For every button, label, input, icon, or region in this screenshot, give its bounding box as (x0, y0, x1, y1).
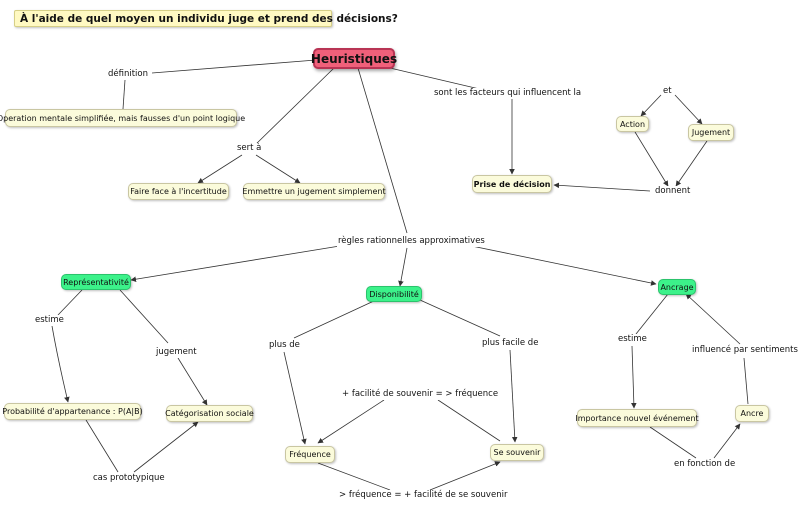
edge-jugement-donnent (675, 140, 708, 187)
edge-jugement-categorisation (177, 357, 208, 406)
edge-et-action (640, 94, 662, 117)
link-donnent: donnent (654, 186, 692, 197)
edge-action-donnent (634, 131, 669, 187)
edge-definition-operation (122, 79, 126, 110)
link-jugement-left: jugement (155, 347, 198, 358)
edge-dispo-plus-facile (419, 299, 501, 337)
link-sert-a: sert à (236, 143, 263, 154)
page-title: À l'aide de quel moyen un individu juge … (14, 10, 398, 27)
edge-sert-a-emmettre (255, 154, 301, 184)
edge-heuristiques-definition (151, 59, 317, 74)
concept-probabilite-appartenance[interactable]: Probabilité d'appartenance : P(A|B) (2, 403, 143, 420)
concept-faire-face[interactable]: Faire face à l'incertitude (128, 183, 229, 200)
link-plus-de: plus de (268, 340, 301, 351)
edge-estime-importance (631, 345, 637, 409)
concept-jugement[interactable]: Jugement (688, 124, 734, 141)
edge-facilite-frequence (317, 399, 385, 444)
concept-disponibilite[interactable]: Disponibilité (366, 286, 422, 302)
link-definition: définition (107, 69, 150, 80)
link-regles-rationnelles: règles rationnelles approximatives (337, 236, 486, 247)
concept-heuristiques[interactable]: Heuristiques (311, 48, 397, 69)
link-frequence-facilite: > fréquence = + facilité de se souvenir (338, 490, 509, 501)
link-et: et (662, 86, 673, 97)
edge-regles-ancrage (461, 243, 657, 286)
edge-estime-probabilite (51, 325, 70, 403)
edge-regles-representativite (130, 243, 353, 282)
concept-action[interactable]: Action (616, 116, 649, 132)
edge-freq-label-souvenir (429, 461, 501, 491)
edge-en-fonction-ancre (713, 423, 741, 459)
concept-se-souvenir[interactable]: Se souvenir (490, 444, 544, 461)
edge-ancrage-estime (635, 293, 669, 335)
edge-facilite-souvenir (437, 399, 501, 442)
link-influence-sentiments: influencé par sentiments (691, 345, 799, 356)
edge-heuristiques-facteurs (389, 67, 489, 92)
concept-emmettre-jugement[interactable]: Emmettre un jugement simplement (242, 183, 386, 200)
edge-sert-a-faire-face (197, 154, 243, 184)
edge-probabilite-cas (85, 419, 119, 473)
edge-plus-facile-souvenir (509, 349, 518, 443)
concept-importance-nouvel-evenement[interactable]: Importance nouvel événement (575, 409, 699, 427)
link-estime-right: estime (617, 334, 648, 345)
link-plus-facile-de: plus facile de (481, 338, 540, 349)
edge-donnent-prise (553, 182, 651, 192)
link-sont-les-facteurs: sont les facteurs qui influencent la (433, 88, 583, 99)
concept-representativite[interactable]: Représentativité (61, 274, 131, 290)
edge-et-jugement (674, 94, 703, 125)
edge-cas-categorisation (133, 421, 199, 473)
edge-plus-de-frequence (283, 351, 307, 445)
concept-ancrage[interactable]: Ancrage (658, 279, 696, 295)
edge-ancre-influence (743, 357, 749, 405)
edge-frequence-freq-label (317, 462, 391, 491)
concept-operation-mentale[interactable]: Operation mentale simplifiée, mais fauss… (0, 109, 245, 127)
concept-prise-de-decision[interactable]: Prise de décision (472, 175, 552, 193)
edge-dispo-plus-de (293, 299, 377, 339)
link-en-fonction-de: en fonction de (673, 459, 737, 470)
edge-regles-disponibilite (398, 247, 408, 287)
edge-repr-estime (57, 289, 83, 316)
link-facilite-frequence: + facilité de souvenir = > fréquence (341, 389, 500, 400)
concept-ancre[interactable]: Ancre (735, 405, 769, 422)
concept-frequence[interactable]: Fréquence (285, 446, 335, 463)
edge-repr-jugement (119, 289, 169, 344)
link-cas-prototypique: cas prototypique (92, 473, 166, 484)
link-estime-left: estime (34, 315, 65, 326)
edge-importance-en-fonction (649, 426, 697, 459)
edge-heuristiques-regles (357, 67, 408, 234)
concept-categorisation-sociale[interactable]: Catégorisation sociale (165, 405, 254, 422)
edge-heuristiques-sert-a (253, 67, 335, 147)
edge-influence-ancrage (685, 293, 741, 345)
